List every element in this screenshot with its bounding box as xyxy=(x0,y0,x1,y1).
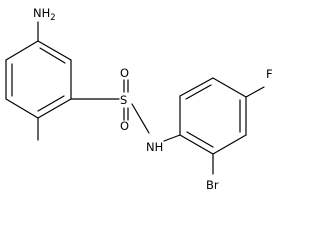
amino-text: NH xyxy=(33,6,50,20)
fluorine-label: F xyxy=(266,67,273,81)
amino-subscript: 2 xyxy=(50,13,55,23)
oxygen-bottom-label: O xyxy=(120,119,129,133)
bond-ring-fluorine xyxy=(245,86,265,98)
bond-r3-r4 xyxy=(212,77,247,98)
bond-r2-r3 xyxy=(179,77,214,97)
bond-sulfur-nitrogen xyxy=(131,103,150,134)
double-bond-inner-2 xyxy=(37,95,65,112)
bromine-label: Br xyxy=(206,178,219,192)
bond-c3-c4 xyxy=(37,98,72,119)
bond-c1-c2 xyxy=(37,40,72,61)
bond-r6-r1 xyxy=(179,134,214,155)
double-bond-inner-r3 xyxy=(186,131,214,148)
amino-group-label: NH2 xyxy=(33,6,56,23)
sulfonyl-group: S O O xyxy=(120,66,129,133)
bond-r5-r6 xyxy=(212,134,247,155)
sulfonamide-nh-label: NH xyxy=(146,140,163,154)
bond-nitrogen-ring xyxy=(163,134,181,142)
oxygen-top-label: O xyxy=(120,66,129,80)
chemical-structure-diagram: NH2 S O O NH F Br xyxy=(5,6,273,192)
left-benzene-ring xyxy=(5,40,72,119)
bond-c6-c1 xyxy=(5,40,39,61)
sulfur-label: S xyxy=(120,93,127,107)
double-bond-inner-r1 xyxy=(185,84,212,100)
right-benzene-ring xyxy=(179,77,247,155)
double-bond-inner-1 xyxy=(39,47,66,64)
bond-c4-c5 xyxy=(5,98,39,119)
